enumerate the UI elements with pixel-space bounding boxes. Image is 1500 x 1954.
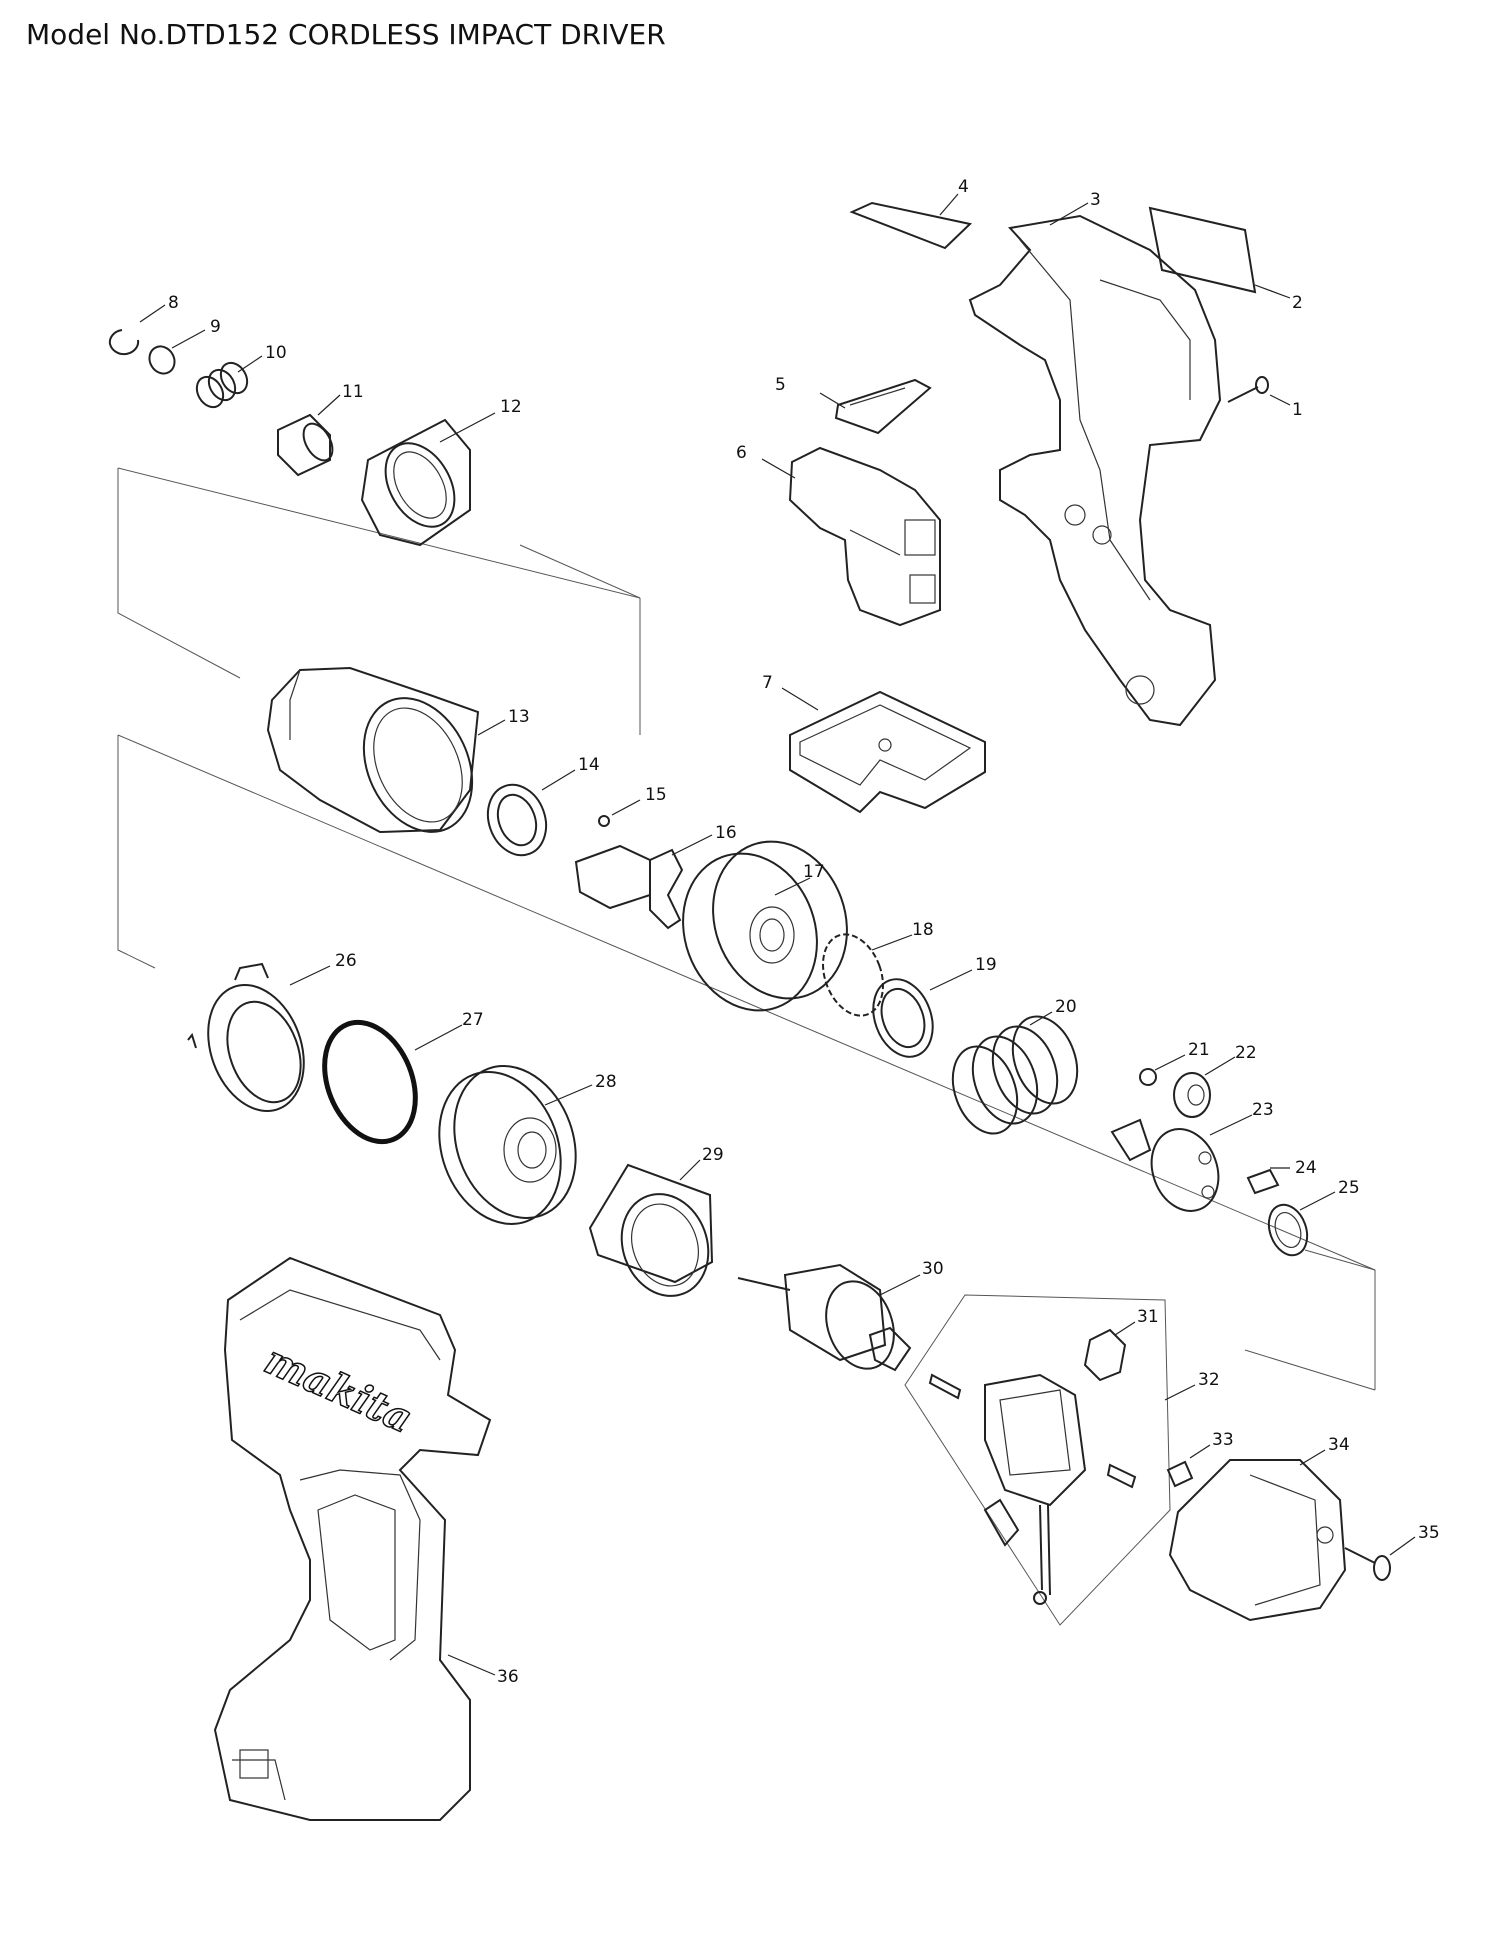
callout-26: 26 xyxy=(335,951,357,971)
part-11-sleeve: 11 xyxy=(277,382,364,477)
callout-22: 22 xyxy=(1235,1043,1257,1063)
part-17-hammer: 17 xyxy=(682,840,848,1012)
callout-3: 3 xyxy=(1090,190,1101,210)
callout-8: 8 xyxy=(168,293,179,313)
callout-27: 27 xyxy=(462,1010,484,1030)
callout-6: 6 xyxy=(736,443,747,463)
callout-12: 12 xyxy=(500,397,522,417)
callout-10: 10 xyxy=(265,343,287,363)
callout-21: 21 xyxy=(1188,1040,1210,1060)
callout-35: 35 xyxy=(1418,1523,1440,1543)
part-16-anvil: 16 xyxy=(574,823,737,930)
part-23-spindle: 23 xyxy=(1110,1100,1274,1212)
callout-1: 1 xyxy=(1292,400,1303,420)
callout-33: 33 xyxy=(1212,1430,1234,1450)
part-1-screw: 1 xyxy=(1227,376,1303,420)
part-29-sleeve: 29 xyxy=(588,1145,724,1297)
part-25-flat-washer: 25 xyxy=(1267,1178,1360,1257)
callout-24: 24 xyxy=(1295,1158,1317,1178)
part-14-washer: 14 xyxy=(486,755,600,857)
callout-28: 28 xyxy=(595,1072,617,1092)
callout-29: 29 xyxy=(702,1145,724,1165)
callout-18: 18 xyxy=(912,920,934,940)
part-4-label: 4 xyxy=(849,177,973,250)
part-31-switch-part: 31 xyxy=(1083,1307,1159,1382)
part-19-flat-washer: 19 xyxy=(872,955,997,1058)
part-8-retaining-ring: 8 xyxy=(109,293,179,355)
part-32-controller-group: 32 xyxy=(904,1294,1220,1626)
part-20-compression-spring: 20 xyxy=(951,997,1079,1135)
part-27-o-ring: 27 xyxy=(322,1010,484,1145)
callout-9: 9 xyxy=(210,317,221,337)
makita-logo: makita xyxy=(258,1336,419,1442)
diagram-title: Model No.DTD152 CORDLESS IMPACT DRIVER xyxy=(26,18,666,51)
callout-13: 13 xyxy=(508,707,530,727)
callout-4: 4 xyxy=(958,177,969,197)
part-15-steel-ball: 15 xyxy=(598,785,667,827)
callout-19: 19 xyxy=(975,955,997,975)
part-18-steel-balls: 18 xyxy=(822,920,934,1017)
callout-11: 11 xyxy=(342,382,364,402)
part-7-terminal: 7 xyxy=(762,673,986,814)
part-3-housing: 3 xyxy=(968,190,1222,727)
callout-7: 7 xyxy=(762,673,773,693)
callout-15: 15 xyxy=(645,785,667,805)
callout-2: 2 xyxy=(1292,293,1303,313)
part-30-rotor: 30 xyxy=(737,1259,944,1372)
part-24-pin: 24 xyxy=(1246,1158,1317,1195)
callout-32: 32 xyxy=(1198,1370,1220,1390)
part-34-rear-cover: 34 xyxy=(1168,1435,1350,1622)
callout-5: 5 xyxy=(775,375,786,395)
part-5-switch-lever: 5 xyxy=(775,375,932,435)
part-36-housing: makita 36 xyxy=(213,1256,519,1821)
guide-lines xyxy=(117,467,1376,1391)
callout-14: 14 xyxy=(578,755,600,775)
callout-34: 34 xyxy=(1328,1435,1350,1455)
callout-23: 23 xyxy=(1252,1100,1274,1120)
part-10-spring: 10 xyxy=(195,343,287,409)
callout-16: 16 xyxy=(715,823,737,843)
callout-25: 25 xyxy=(1338,1178,1360,1198)
part-21-steel-ball: 21 xyxy=(1139,1040,1210,1086)
callout-31: 31 xyxy=(1137,1307,1159,1327)
part-13-hammer-case: 13 xyxy=(266,666,530,834)
part-12-bumper: 12 xyxy=(360,397,522,547)
part-9-ring: 9 xyxy=(148,317,221,375)
callout-20: 20 xyxy=(1055,997,1077,1017)
callout-36: 36 xyxy=(497,1667,519,1687)
callout-17: 17 xyxy=(803,862,825,882)
part-6-switch: 6 xyxy=(736,443,941,627)
part-33-pin: 33 xyxy=(1166,1430,1234,1488)
part-2-label: 2 xyxy=(1148,206,1303,313)
part-26-ring-gear: 26 xyxy=(187,951,357,1112)
part-22-spur-gear: 22 xyxy=(1173,1043,1257,1118)
part-35-screw: 35 xyxy=(1344,1523,1440,1581)
part-28-gear-housing: 28 xyxy=(438,1065,617,1225)
callout-30: 30 xyxy=(922,1259,944,1279)
